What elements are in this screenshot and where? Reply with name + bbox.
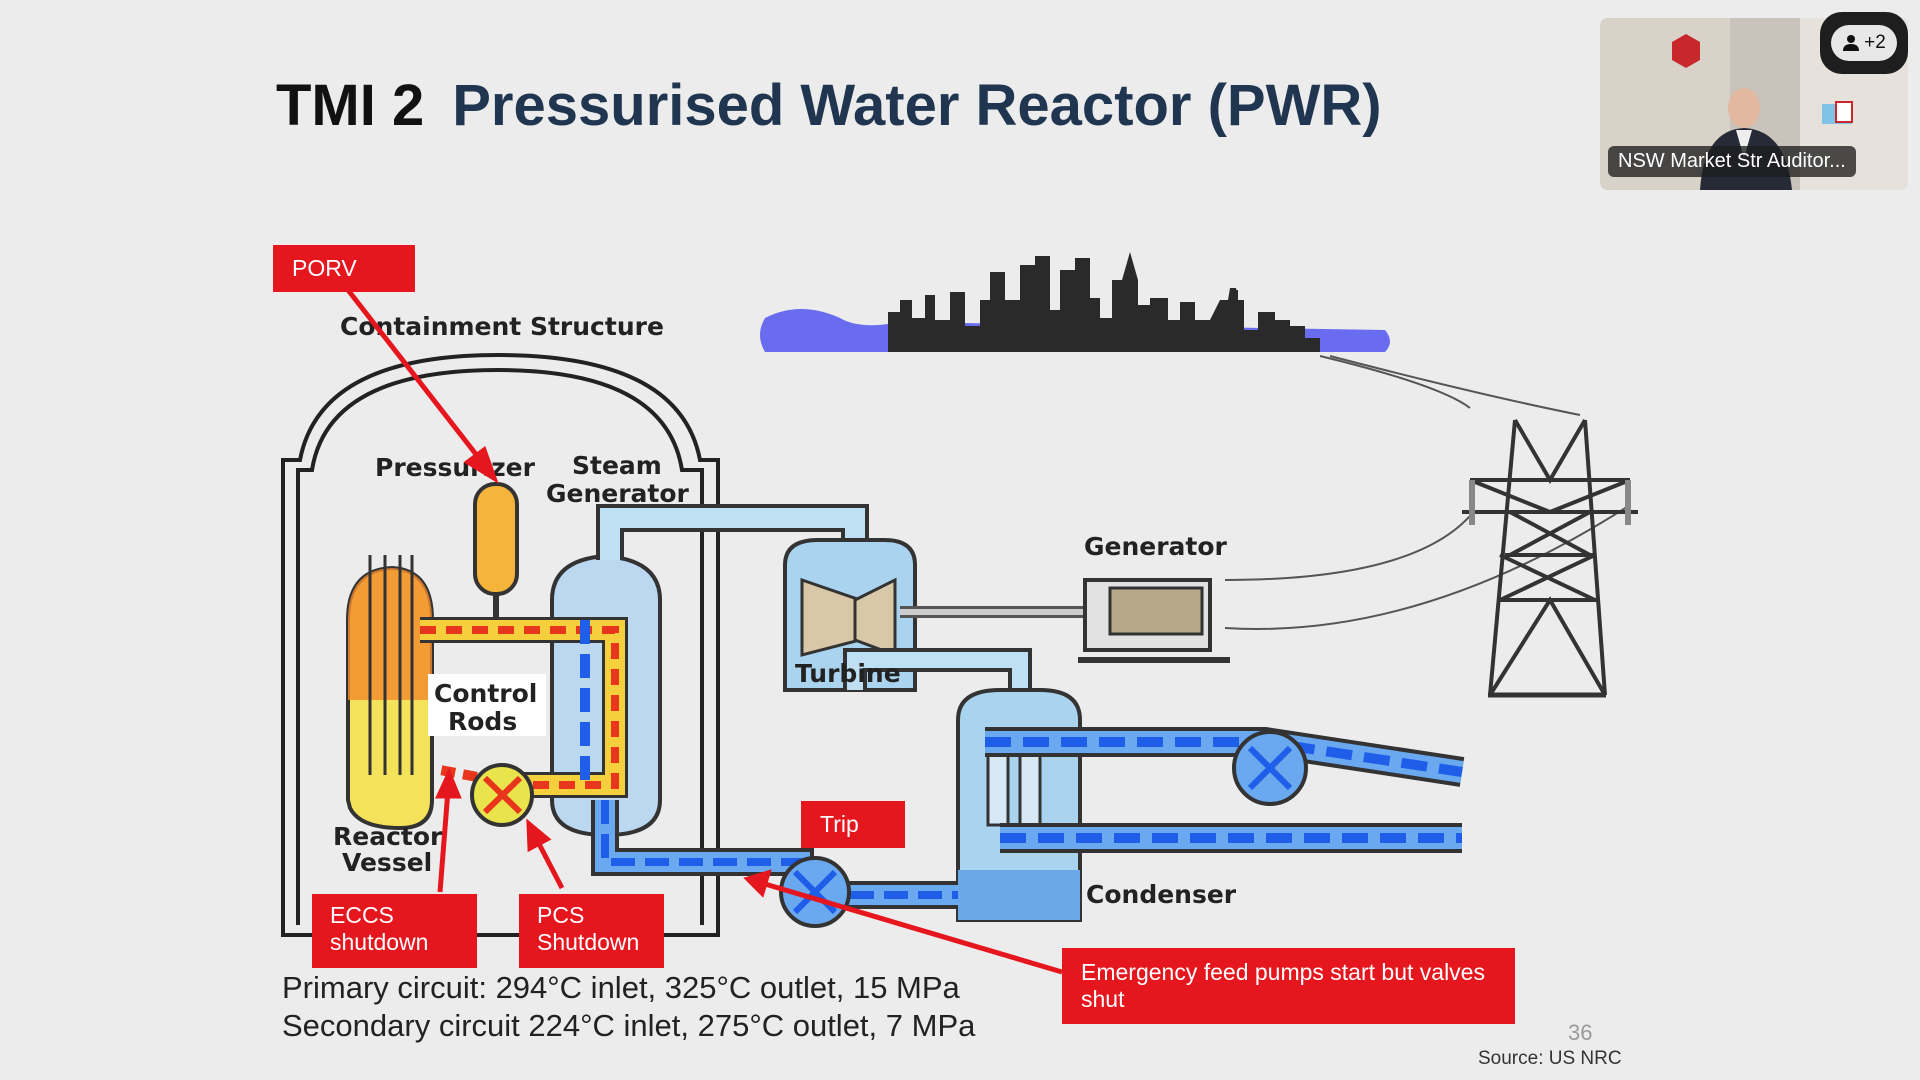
title-main: Pressurised Water Reactor (PWR) [452,73,1382,138]
generator [1078,578,1230,663]
source-credit: Source: US NRC [1478,1048,1622,1069]
primary-circuit-text: Primary circuit: 294°C inlet, 325°C outl… [282,970,960,1005]
city-skyline [760,252,1390,352]
title-prefix: TMI 2 [276,73,425,138]
participant-video-tile[interactable]: NSW Market Str Auditor... [1600,18,1908,190]
person-head [1728,88,1760,128]
callout-trip: Trip [801,801,905,848]
cooling-loop [985,727,1465,853]
transmission-tower [1462,418,1638,698]
label-steam-generator-1: Steam [572,451,662,480]
pressurizer [473,482,519,622]
logo-icon [1672,34,1700,68]
slide-title: TMI 2 Pressurised Water Reactor (PWR) [276,72,1382,139]
label-containment: Containment Structure [340,312,664,341]
label-reactor-vessel-1: Reactor [333,822,443,851]
label-reactor-vessel-2: Vessel [342,848,432,877]
power-lines [1224,355,1631,630]
label-turbine: Turbine [795,659,901,688]
callout-porv-text: PORV [292,255,357,281]
page-number: 36 [1568,1020,1593,1045]
callout-pcs-text-2: Shutdown [537,929,640,955]
label-pressurizer: Pressurizer [375,453,536,482]
callout-pcs-shutdown: PCS Shutdown [519,894,664,968]
person-icon [1843,35,1860,51]
label-condenser: Condenser [1086,880,1237,909]
label-control-rods-2: Rods [448,707,517,736]
label-control-rods-1: Control [434,679,537,708]
callout-eccs-text-2: shutdown [330,929,429,955]
reactor-vessel [346,555,434,831]
callout-pcs-text-1: PCS [537,902,585,928]
feedwater-loop [580,620,958,928]
callout-emergency-text-1: Emergency feed pumps start but valves [1081,959,1485,985]
callout-emergency-feed-pumps: Emergency feed pumps start but valves sh… [1062,948,1515,1024]
participants-count: +2 [1864,32,1886,53]
condenser [956,688,1082,922]
secondary-circuit-text: Secondary circuit 224°C inlet, 275°C out… [282,1008,976,1043]
containment-structure [281,352,720,937]
callout-eccs-shutdown: ECCS shutdown [312,894,477,968]
label-generator: Generator [1084,532,1228,561]
callout-eccs-text-1: ECCS [330,902,394,928]
participant-name: NSW Market Str Auditor... [1608,146,1856,177]
callout-porv: PORV [273,245,415,292]
participants-button[interactable]: +2 [1820,12,1908,74]
annotation-arrows [346,288,1063,975]
exhaust-pipe [843,648,1032,700]
callout-emergency-text-2: shut [1081,986,1125,1012]
callout-trip-text: Trip [820,811,859,837]
label-steam-generator-2: Generator [546,479,690,508]
primary-pump [470,763,534,827]
steam-pipe [596,504,869,560]
